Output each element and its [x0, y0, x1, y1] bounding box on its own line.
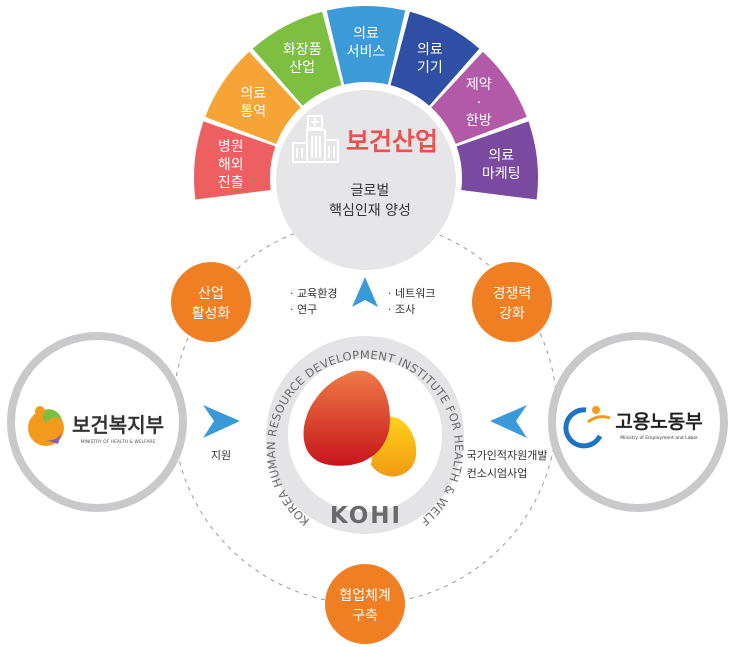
sector-label: 의료 [240, 86, 266, 102]
sector-label: 진출 [218, 175, 244, 191]
sector-shape [431, 51, 527, 144]
moel-name: 고용노동부 [615, 411, 702, 433]
sector-label: · [477, 95, 481, 111]
sector-label: 의료 [353, 26, 379, 42]
hub-circle: 보건산업 글로벌 핵심인재 양성 [276, 90, 456, 270]
left-arrow-icon [490, 405, 527, 438]
sector-label: 의료 [488, 148, 514, 164]
up-arrow-icon [352, 277, 378, 307]
sector-shape [326, 6, 406, 85]
consortium-label: 컨소시엄사업 [467, 467, 528, 480]
hub-subtitle-line-1: 글로벌 [351, 183, 390, 199]
sector-label: 서비스 [347, 44, 386, 60]
sector-shape [205, 51, 301, 144]
sector-label: 화장품 [283, 42, 322, 58]
up-label: · 조사 [388, 303, 415, 316]
up-label: · 교육환경 [290, 287, 337, 300]
sector-shape [390, 11, 480, 106]
sector-label: 통역 [240, 104, 266, 120]
moel-logo-icon [563, 406, 611, 449]
sector-label: 한방 [466, 113, 492, 129]
kohi-logo-red-shape [303, 370, 390, 466]
sector-shape [194, 121, 276, 200]
mohw-english: MINISTRY OF HEALTH & WELFARE [81, 439, 156, 445]
sector-label: 병원 [218, 139, 244, 155]
sector-label: 산업 [289, 60, 315, 76]
node-label: 활성화 [192, 306, 231, 322]
hub-title: 보건산업 [346, 127, 438, 156]
sector-label: 기기 [417, 60, 443, 76]
sector-5: 제약 · 한방 [431, 51, 527, 144]
up-label: · 네트워크 [388, 287, 435, 300]
sector-label: 의료 [417, 42, 443, 58]
mohw-name: 보건복지부 [72, 413, 164, 437]
sector-label: 마케팅 [482, 166, 521, 182]
up-label: · 연구 [290, 303, 317, 316]
sector-label: 해외 [218, 157, 244, 173]
orange-node-industry-activation: 산업 활성화 [171, 262, 251, 342]
node-label: 구축 [352, 608, 378, 624]
orange-node-cooperation: 협업체계 구축 [325, 564, 405, 644]
kohi-logo-text: KOHI [330, 503, 402, 529]
node-label: 강화 [499, 306, 525, 322]
node-label: 경쟁력 [493, 286, 532, 302]
sector-label: 제약 [466, 77, 492, 93]
consortium-label: 국가인적자원개발 [467, 449, 548, 462]
sector-shape [456, 121, 538, 200]
sector-shape [252, 11, 342, 106]
right-arrow-icon [203, 405, 240, 438]
hub-subtitle-line-2: 핵심인재 양성 [329, 203, 411, 219]
hospital-building-icon [292, 115, 339, 163]
node-label: 산업 [198, 286, 224, 302]
orange-node-competitiveness: 경쟁력 강화 [472, 262, 552, 342]
mohw-logo-icon [28, 406, 64, 446]
node-label: 협업체계 [339, 588, 391, 604]
support-label: 지원 [211, 449, 231, 462]
ministry-of-employment-labor: 고용노동부 Ministry of Employment and Labor [548, 332, 728, 512]
moel-english: Ministry of Employment and Labor [620, 435, 698, 441]
ministry-of-health-welfare: 보건복지부 MINISTRY OF HEALTH & WELFARE [7, 332, 187, 512]
